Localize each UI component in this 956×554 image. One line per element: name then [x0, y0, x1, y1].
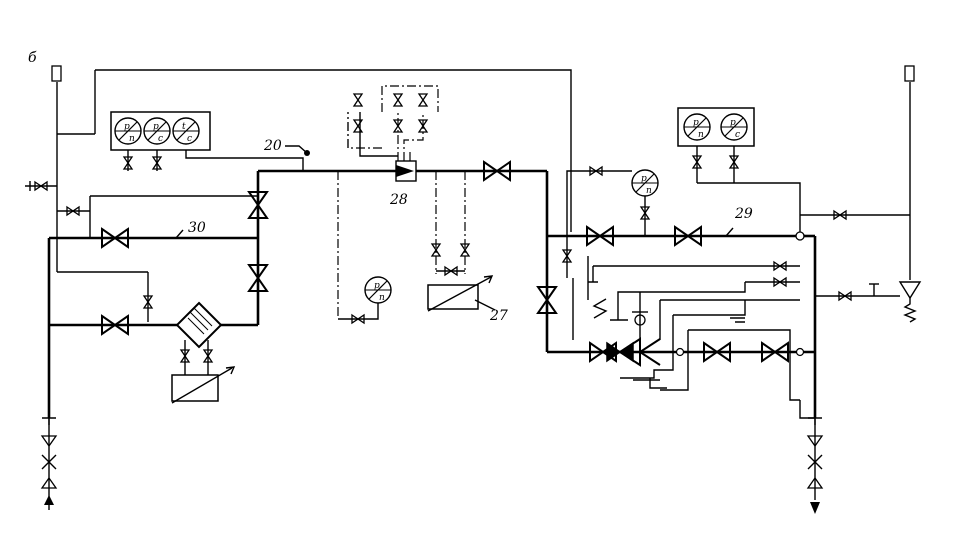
- gauge-text: p: [124, 122, 130, 132]
- safety-valve-icon: [898, 281, 922, 300]
- gauge-text: п: [646, 186, 652, 196]
- filter-icon: [175, 301, 223, 349]
- left-section: б 30: [25, 50, 310, 510]
- outlet-arrow-icon: [810, 502, 820, 514]
- gauge-text: p: [153, 122, 159, 132]
- label-27: 27: [489, 308, 508, 324]
- vent-cap-icon: [51, 65, 62, 82]
- right-section: 29 p п p п p с: [537, 65, 922, 514]
- gauge-text: p: [374, 281, 380, 291]
- gauge-text: p: [730, 118, 736, 128]
- temperature-gauge-icon: [172, 117, 200, 145]
- label-29: 29: [734, 206, 753, 222]
- label-b: б: [28, 50, 37, 66]
- label-28: 28: [389, 192, 408, 208]
- gauge-text: с: [187, 134, 192, 144]
- inlet-arrow-icon: [44, 495, 54, 505]
- middle-section: 28 27 p п: [258, 85, 547, 324]
- gauge-text: п: [698, 130, 704, 140]
- top-return-pipe: [95, 69, 572, 232]
- gauge-text: п: [129, 134, 135, 144]
- gauge-text: с: [158, 134, 163, 144]
- label-30: 30: [188, 220, 206, 236]
- differential-meter-icon: [171, 374, 219, 402]
- gauge-text: p: [641, 174, 647, 184]
- gauge-text: с: [735, 130, 740, 140]
- label-20: 20: [263, 138, 282, 154]
- gauge-text: t: [182, 122, 186, 132]
- vent-cap-icon: [904, 65, 915, 82]
- gauge-text: p: [693, 118, 699, 128]
- gauge-text: п: [379, 293, 385, 303]
